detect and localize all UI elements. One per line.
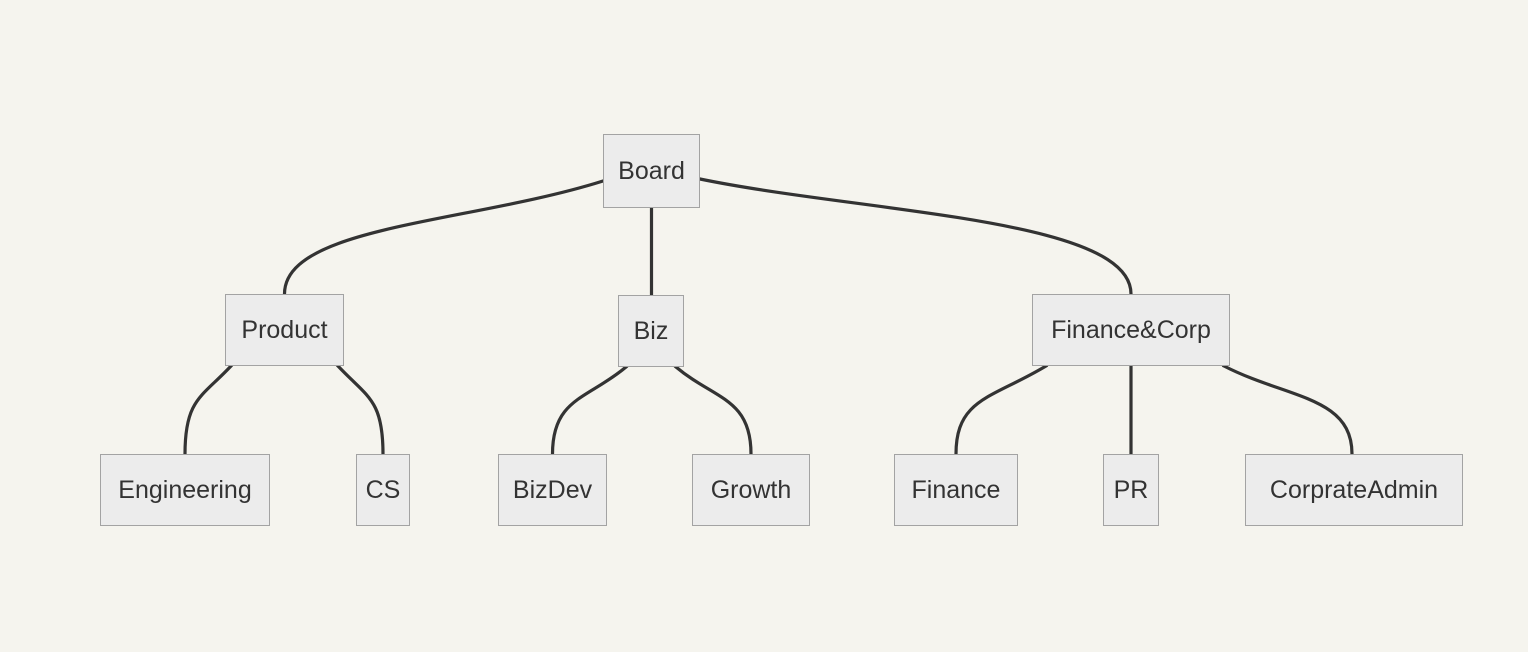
edge-board-product xyxy=(282,178,606,296)
node-finance: Finance xyxy=(894,454,1018,526)
node-cs-label: CS xyxy=(365,475,401,504)
edge-biz-bizdev xyxy=(550,364,629,456)
node-finance-label: Finance xyxy=(911,475,1001,504)
edge-product-engineering xyxy=(183,363,234,456)
edge-financecorp-corprateadmin xyxy=(1221,363,1354,456)
node-finance-and-corp-label: Finance&Corp xyxy=(1051,315,1211,344)
node-biz: Biz xyxy=(618,295,684,367)
node-board: Board xyxy=(603,134,700,208)
node-bizdev-label: BizDev xyxy=(512,475,593,504)
edge-financecorp-finance xyxy=(954,363,1049,456)
edge-biz-growth xyxy=(673,364,753,456)
node-product-label: Product xyxy=(241,315,328,344)
node-growth-label: Growth xyxy=(710,475,792,504)
node-pr-label: PR xyxy=(1113,475,1149,504)
node-finance-and-corp: Finance&Corp xyxy=(1032,294,1230,366)
node-product: Product xyxy=(225,294,344,366)
node-bizdev: BizDev xyxy=(498,454,607,526)
node-pr: PR xyxy=(1103,454,1159,526)
node-board-label: Board xyxy=(618,156,685,185)
node-growth: Growth xyxy=(692,454,810,526)
node-corprateadmin: CorprateAdmin xyxy=(1245,454,1463,526)
edge-product-cs xyxy=(335,363,385,456)
node-biz-label: Biz xyxy=(633,316,669,345)
node-engineering: Engineering xyxy=(100,454,270,526)
edge-board-financecorp xyxy=(698,177,1133,296)
node-cs: CS xyxy=(356,454,410,526)
node-corprateadmin-label: CorprateAdmin xyxy=(1269,475,1439,504)
node-engineering-label: Engineering xyxy=(118,475,252,504)
